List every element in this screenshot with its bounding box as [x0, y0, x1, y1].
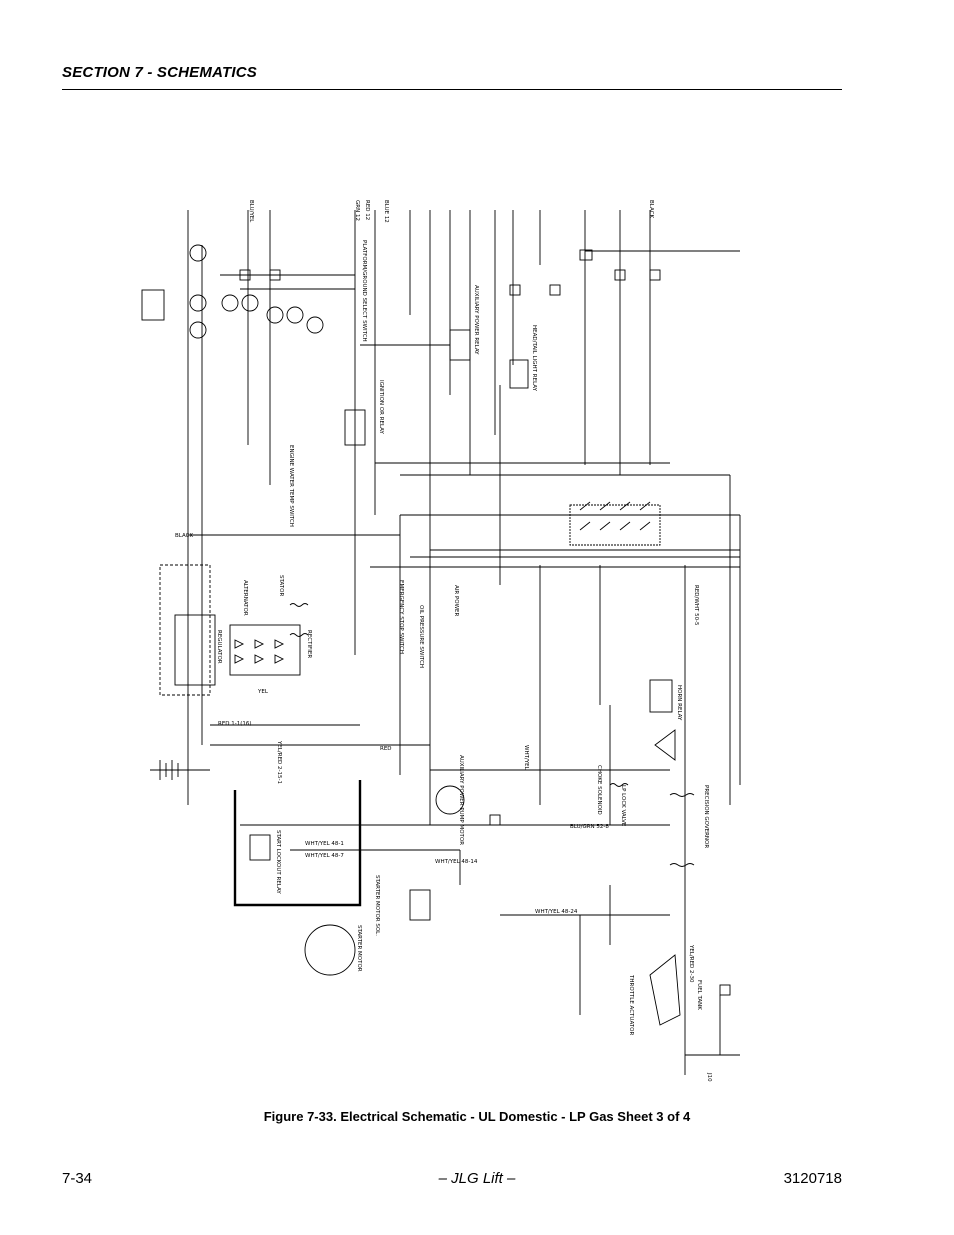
document-number: 3120718 [783, 1170, 842, 1187]
electrical-schematic: YEL/RED 2-15-1 RED 1-1(16) WHT/YEL 48-1 … [141, 200, 741, 1082]
label-blue-12: BLUE 12 [383, 200, 389, 223]
label-throttle-actuator: THROTTLE ACTUATOR [628, 974, 634, 1035]
label-regulator: REGULATOR [216, 630, 222, 664]
label-blu-grn-52-8: BLU/GRN 52-8 [570, 824, 609, 830]
label-j10: J10 [706, 1072, 712, 1082]
label-starter-motor: STARTER MOTOR [356, 925, 362, 972]
publisher-name: – JLG Lift – [438, 1170, 516, 1187]
label-horn-relay: HORN RELAY [676, 685, 682, 721]
label-ignition-relay: IGNITION OR RELAY [378, 380, 384, 435]
label-fuel-tank: FUEL TANK [696, 980, 702, 1010]
label-wht-yel-48-1: WHT/YEL 48-1 [305, 841, 344, 847]
label-oil-pressure-switch: OIL PRESSURE SWITCH [418, 605, 424, 668]
label-blk: BLACK [648, 200, 654, 218]
label-wht-yel-48-24: WHT/YEL 48-24 [535, 909, 578, 915]
header-rule [62, 89, 842, 90]
label-wht-yel-48-7: WHT/YEL 48-7 [305, 853, 344, 859]
label-yel-red-2-30: YEL/RED 2-30 [688, 944, 694, 983]
label-red-12: RED 12 [364, 200, 370, 220]
label-starter-sol: STARTER MOTOR SOL. [374, 875, 380, 936]
label-black: BLACK [175, 533, 193, 539]
label-yel-red-2-15-1: YEL/RED 2-15-1 [276, 740, 282, 784]
label-lp-lock-valve: LP LOCK VALVE [620, 785, 626, 827]
label-rectifier: RECTIFIER [306, 630, 312, 658]
label-precision-governor: PRECISION GOVERNOR [703, 785, 709, 848]
figure-caption: Figure 7-33. Electrical Schematic - UL D… [263, 1109, 691, 1124]
label-platform-ground-switch: PLATFORM/GROUND SELECT SWITCH [361, 240, 367, 342]
label-red-wht-50-5: RED/WHT 50-5 [693, 585, 699, 626]
label-emergency-stop: EMERGENCY STOP SWITCH [398, 580, 404, 654]
label-wht-yel-48-14: WHT/YEL 48-14 [435, 859, 478, 865]
label-red-1-1: RED 1-1(16) [218, 721, 252, 727]
label-wht-yel: WHT/YEL [523, 745, 529, 771]
page-number: 7-34 [62, 1170, 93, 1187]
label-red: RED [380, 746, 392, 752]
label-aux-power-pump-motor: AUXILIARY POWER PUMP MOTOR [458, 755, 464, 845]
label-blu-yel: BLU/YEL [248, 200, 254, 223]
label-head-light-relay: HEAD/TAIL LIGHT RELAY [531, 325, 537, 392]
label-start-lockout-relay: START LOCKOUT RELAY [275, 830, 281, 894]
label-stator: STATOR [278, 575, 284, 596]
label-alternator: ALTERNATOR [242, 580, 248, 616]
label-yel: YEL [257, 689, 269, 695]
section-title: SECTION 7 - SCHEMATICS [62, 64, 257, 81]
label-engine-water-temp: ENGINE WATER TEMP SWITCH [288, 445, 294, 527]
label-grn-12: GRN 12 [354, 200, 360, 221]
label-choke-solenoid: CHOKE SOLENOID [596, 765, 602, 815]
label-aux-power-relay: AUXILIARY POWER RELAY [473, 285, 479, 355]
label-air-power: AIR POWER [453, 585, 459, 617]
